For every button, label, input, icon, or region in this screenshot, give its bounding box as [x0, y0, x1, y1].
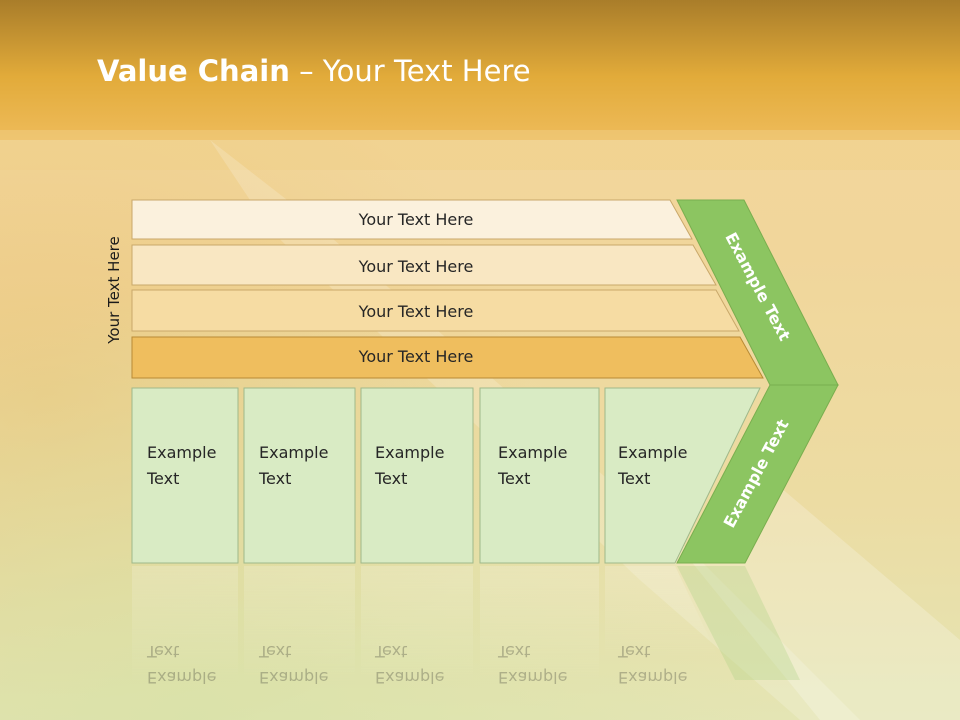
- column-4-line1: Example: [618, 443, 687, 462]
- column-0-line2: Text: [146, 469, 179, 488]
- reflection-text-1a: Example: [259, 668, 328, 687]
- column-1-line1: Example: [259, 443, 328, 462]
- reflection-text-0a: Example: [147, 668, 216, 687]
- reflection-text-0b: Text: [146, 642, 179, 661]
- column-3: Example Text: [479, 387, 600, 564]
- reflection-text-3b: Text: [497, 642, 530, 661]
- layer-3: Your Text Here: [131, 336, 764, 379]
- layer-label-3: Your Text Here: [358, 347, 474, 366]
- column-2-line2: Text: [374, 469, 407, 488]
- column-2: Example Text: [360, 387, 474, 564]
- column-4-line2: Text: [617, 469, 650, 488]
- layer-label-1: Your Text Here: [358, 257, 474, 276]
- layer-0: Your Text Here: [131, 199, 693, 240]
- column-0-line1: Example: [147, 443, 216, 462]
- column-1-line2: Text: [258, 469, 291, 488]
- title-bold: Value Chain: [97, 54, 290, 88]
- column-0: Example Text: [131, 387, 239, 564]
- layer-1: Your Text Here: [131, 244, 717, 286]
- reflection-text-2b: Text: [374, 642, 407, 661]
- reflection-text-3a: Example: [498, 668, 567, 687]
- column-1: Example Text: [243, 387, 356, 564]
- layer-2: Your Text Here: [131, 289, 740, 332]
- title-rest: – Your Text Here: [289, 54, 531, 88]
- reflection-text-4b: Text: [617, 642, 650, 661]
- column-4: Example Text: [604, 387, 761, 564]
- reflection-text-1b: Text: [258, 642, 291, 661]
- reflection-text-2a: Example: [375, 668, 444, 687]
- reflection-text-4a: Example: [618, 668, 687, 687]
- column-2-line1: Example: [375, 443, 444, 462]
- column-3-line1: Example: [498, 443, 567, 462]
- slide-title: Value Chain – Your Text Here: [97, 54, 531, 88]
- layer-label-0: Your Text Here: [358, 210, 474, 229]
- reflection: Example Text Example Text Example Text E…: [132, 566, 800, 687]
- layer-label-2: Your Text Here: [358, 302, 474, 321]
- column-3-line2: Text: [497, 469, 530, 488]
